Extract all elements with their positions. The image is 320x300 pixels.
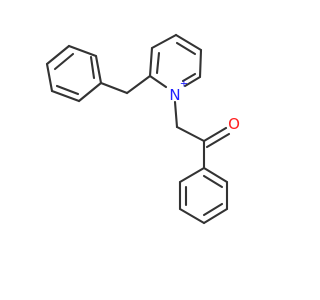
bond (125, 74, 152, 95)
bond (173, 100, 179, 129)
bond (89, 55, 96, 80)
bond (148, 46, 154, 78)
nitrogen-charge: + (180, 79, 188, 90)
bond (50, 89, 81, 103)
bond (198, 48, 203, 79)
molecule-structure: N + O (45, 33, 240, 225)
benzoyl-phenyl-ring (178, 166, 229, 225)
oxygen-atom: O (228, 115, 240, 133)
nitrogen-atom: N + (169, 79, 188, 105)
pyridinium-ring (148, 33, 203, 89)
bond (148, 74, 168, 89)
bond (202, 126, 228, 143)
bond (55, 84, 80, 96)
bond (155, 51, 161, 75)
bond (175, 125, 206, 143)
bond (45, 44, 71, 66)
bond (94, 54, 103, 85)
bond (53, 52, 75, 71)
bond (178, 166, 206, 184)
oxygen-label: O (228, 115, 240, 133)
bond (45, 62, 54, 93)
acyl-chain (173, 100, 231, 170)
methylene-bridge (99, 74, 152, 95)
bond (202, 166, 229, 184)
bond (205, 132, 231, 149)
bond (202, 174, 224, 189)
bond (77, 81, 103, 103)
bond (183, 75, 202, 88)
benzyl-phenyl-ring (45, 44, 103, 103)
nitrogen-label: N (169, 86, 180, 104)
bond (181, 72, 197, 83)
bond (174, 33, 203, 52)
bond (67, 44, 98, 58)
bond (175, 41, 197, 56)
bond (150, 33, 178, 50)
bond (178, 207, 206, 225)
bond (202, 202, 224, 217)
bond (99, 81, 129, 95)
bond (202, 207, 229, 225)
